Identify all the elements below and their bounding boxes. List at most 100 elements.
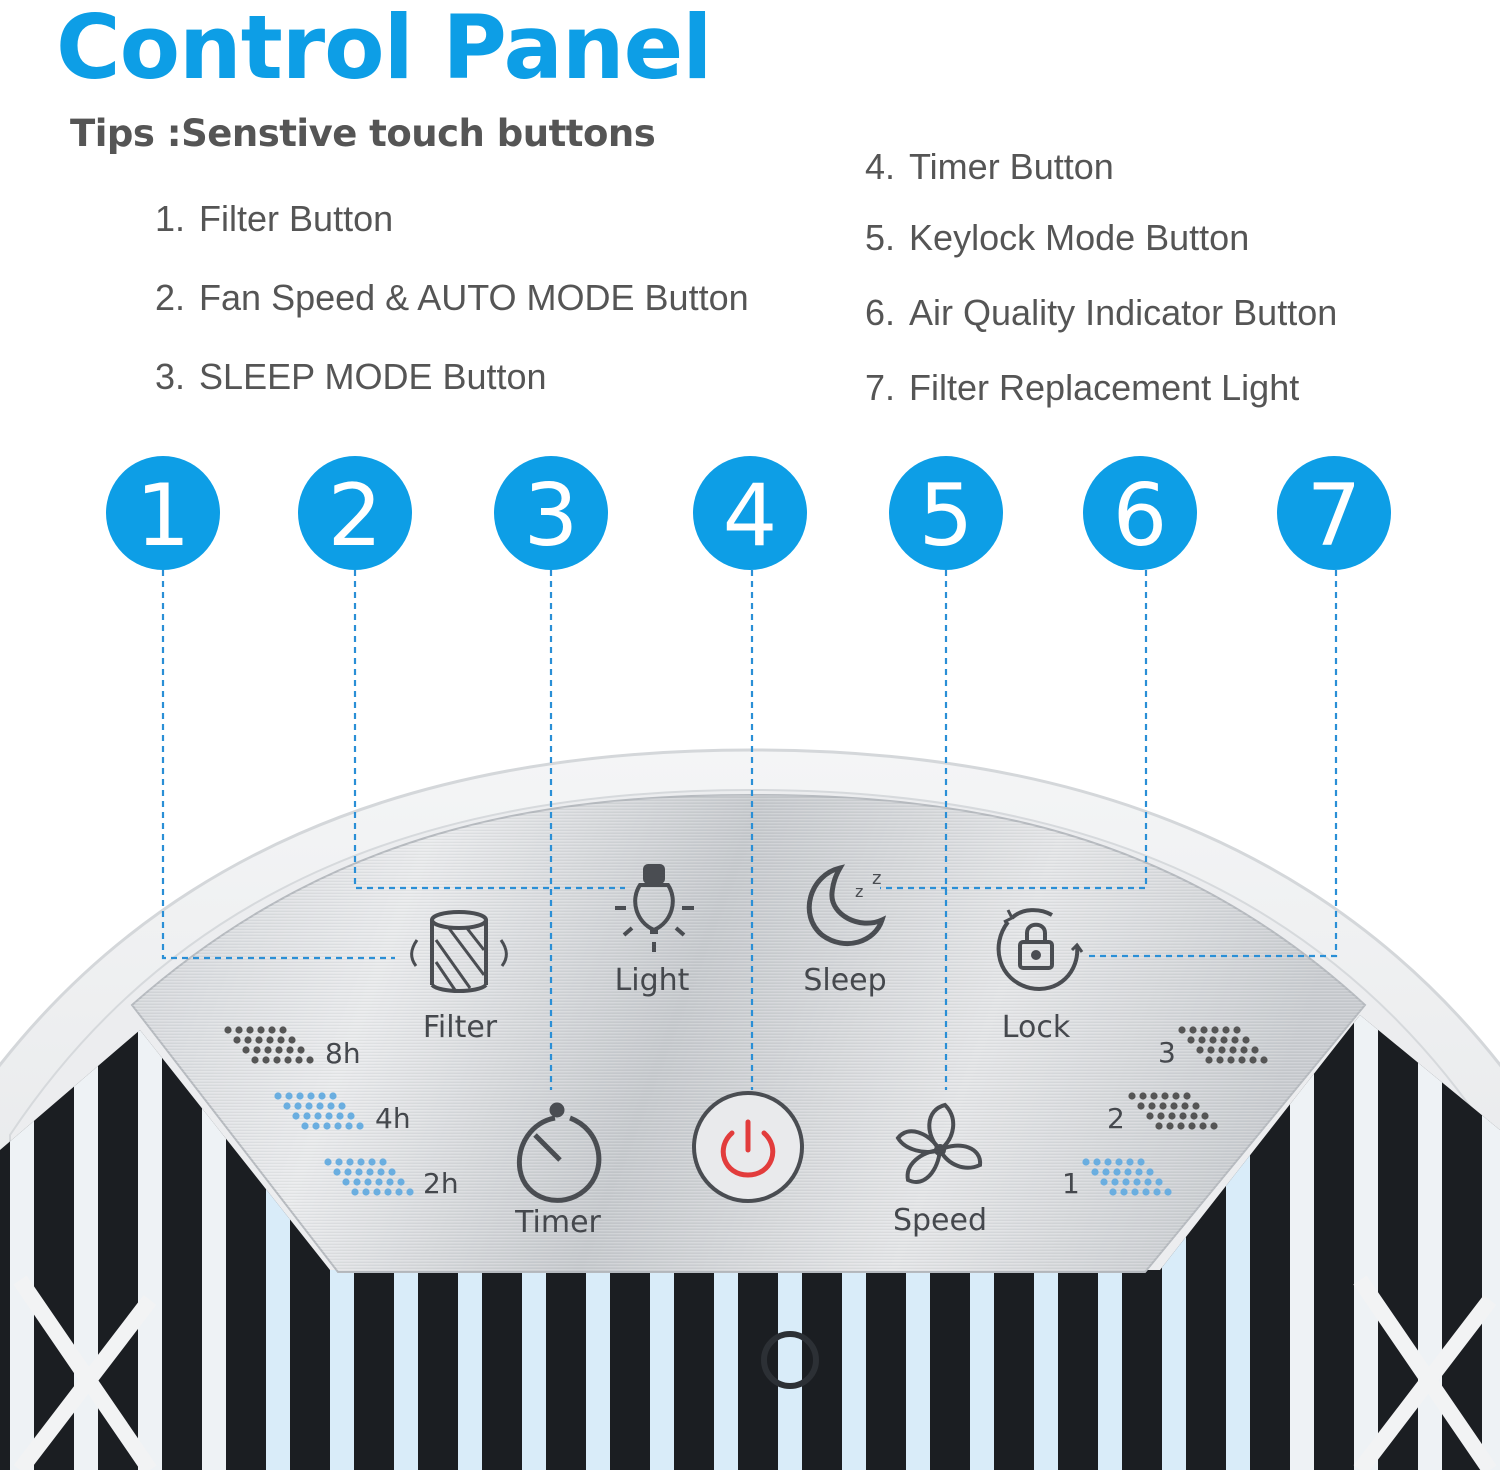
lock-icon <box>996 908 1084 991</box>
indicator-dot <box>1164 1188 1172 1196</box>
indicator-dot <box>301 1122 309 1130</box>
connector-1 <box>161 570 395 960</box>
speed-button[interactable]: Speed <box>893 1102 987 1238</box>
indicator-dot <box>284 1056 292 1064</box>
legend-number: 7. <box>865 367 896 408</box>
indicator-dot <box>345 1122 353 1130</box>
indicator-dot <box>1155 1122 1163 1130</box>
indicator-dot <box>1251 1046 1259 1054</box>
indicator-dot <box>1120 1188 1128 1196</box>
callout-6: 6 <box>1083 456 1197 570</box>
indicator-dot <box>1183 1092 1191 1100</box>
indicator-dot <box>285 1092 293 1100</box>
indicator-dot <box>336 1112 344 1120</box>
speed-level-1: 1 <box>1062 1167 1080 1200</box>
legend-item-6: 6.Air Quality Indicator Button <box>865 292 1337 334</box>
sleep-label: Sleep <box>803 963 886 998</box>
indicator-dot <box>1199 1122 1207 1130</box>
indicator-dot <box>1260 1056 1268 1064</box>
indicator-dot <box>1166 1122 1174 1130</box>
light-button[interactable]: Light <box>615 864 694 998</box>
legend-label: SLEEP MODE Button <box>199 356 547 397</box>
indicator-dot <box>1198 1036 1206 1044</box>
indicator-dot <box>244 1036 252 1044</box>
indicator-dot <box>1177 1122 1185 1130</box>
indicator-dot <box>357 1158 365 1166</box>
indicator-dot <box>362 1188 370 1196</box>
indicator-dot <box>334 1122 342 1130</box>
indicator-dot <box>1109 1188 1117 1196</box>
indicator-dot <box>316 1102 324 1110</box>
indicator-dot <box>257 1026 265 1034</box>
indicator-dot <box>1144 1178 1152 1186</box>
callout-3: 3 <box>494 456 608 570</box>
indicator-dot <box>1249 1056 1257 1064</box>
indicator-dot <box>366 1168 374 1176</box>
lock-button[interactable]: Lock <box>996 908 1084 1045</box>
indicator-dot <box>1181 1102 1189 1110</box>
timer-button[interactable]: Timer <box>514 1102 602 1240</box>
indicator-dot <box>1104 1158 1112 1166</box>
timer-level-dots <box>224 1026 414 1196</box>
indicator-dot <box>388 1168 396 1176</box>
indicator-dot <box>296 1092 304 1100</box>
legend-number: 4. <box>865 146 896 187</box>
indicator-dot <box>347 1112 355 1120</box>
legend-label: Keylock Mode Button <box>909 217 1250 258</box>
legend-label: Filter Button <box>199 198 394 239</box>
indicator-dot <box>342 1178 350 1186</box>
indicator-dot <box>224 1026 232 1034</box>
indicator-dot <box>397 1178 405 1186</box>
indicator-dot <box>1093 1158 1101 1166</box>
indicator-dot <box>1179 1112 1187 1120</box>
indicator-dot <box>353 1178 361 1186</box>
callout-number: 2 <box>328 466 383 566</box>
indicator-dot <box>1133 1178 1141 1186</box>
indicator-dot <box>384 1188 392 1196</box>
indicator-dot <box>1189 1026 1197 1034</box>
speed-dots-3 <box>1178 1026 1268 1064</box>
indicator-dot <box>335 1158 343 1166</box>
filter-button[interactable]: Filter <box>410 910 508 1045</box>
legend-label: Filter Replacement Light <box>909 367 1300 408</box>
callout-number: 7 <box>1307 466 1362 566</box>
indicator-dot <box>1178 1026 1186 1034</box>
indicator-dot <box>242 1046 250 1054</box>
indicator-dot <box>1128 1092 1136 1100</box>
indicator-dot <box>1113 1168 1121 1176</box>
indicator-dot <box>373 1188 381 1196</box>
callout-number: 6 <box>1113 466 1168 566</box>
indicator-dot <box>329 1092 337 1100</box>
indicator-dot <box>297 1046 305 1054</box>
speed-level-dots <box>1082 1026 1268 1196</box>
indicator-dot <box>1091 1168 1099 1176</box>
timer-level-8h: 8h <box>325 1037 361 1070</box>
connector-lines <box>161 570 1338 1090</box>
callout-markers: 1 2 3 4 5 6 7 <box>106 456 1391 570</box>
timer-label: Timer <box>514 1205 601 1240</box>
sleep-button[interactable]: z z Sleep <box>803 864 887 998</box>
legend-item-4: 4.Timer Button <box>865 146 1114 188</box>
indicator-dot <box>1210 1122 1218 1130</box>
indicator-dot <box>1159 1102 1167 1110</box>
indicator-dot <box>1142 1188 1150 1196</box>
legend-item-7: 7. Filter Replacement Light <box>865 367 1299 409</box>
connector-6 <box>880 570 1148 890</box>
indicator-dot <box>1220 1036 1228 1044</box>
connector-7 <box>1085 570 1338 958</box>
indicator-dot <box>386 1178 394 1186</box>
light-label: Light <box>615 963 690 998</box>
tips-text: Tips :Senstive touch buttons <box>70 112 656 155</box>
indicator-dot <box>375 1178 383 1186</box>
indicator-dot <box>1229 1046 1237 1054</box>
legend-item-2: 2.Fan Speed & AUTO MODE Button <box>155 277 749 319</box>
power-button[interactable] <box>692 1091 804 1203</box>
indicator-dot <box>395 1188 403 1196</box>
callout-1: 1 <box>106 456 220 570</box>
speed-level-2: 2 <box>1107 1102 1125 1135</box>
indicator-dot <box>233 1036 241 1044</box>
speed-indicators: 3 2 1 <box>1062 1026 1268 1200</box>
indicator-dot <box>1146 1112 1154 1120</box>
indicator-dot <box>251 1056 259 1064</box>
